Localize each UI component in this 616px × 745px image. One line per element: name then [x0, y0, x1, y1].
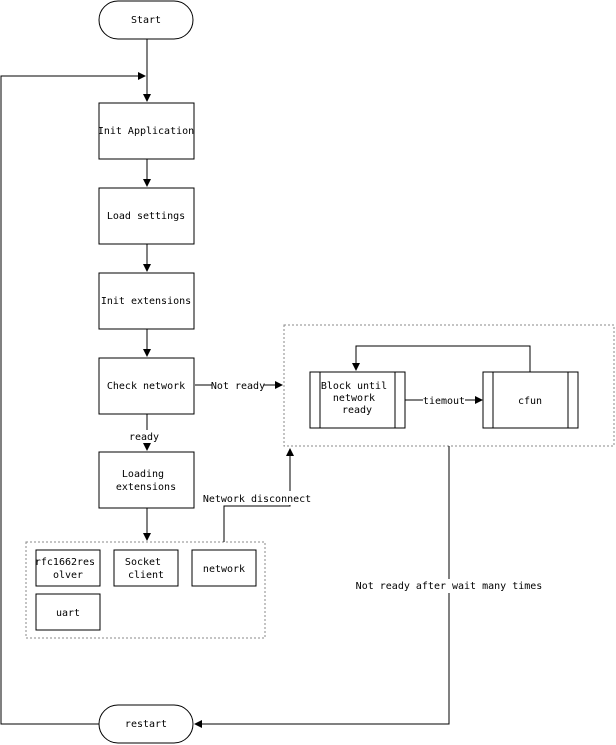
start-node [98, 0, 194, 40]
socket-client-label: Socket client [125, 557, 167, 581]
uart-label: uart [56, 608, 80, 619]
cfun-node [482, 371, 579, 429]
rfc1662resolver-label: rfc1662res olver [35, 557, 101, 581]
load-settings-label: Load settings [107, 211, 185, 222]
network-node [191, 549, 257, 587]
not-ready-label: Not ready [211, 381, 265, 392]
network-disconnect-label-bg [207, 491, 307, 505]
network-label: network [203, 564, 245, 575]
tiemout-label-bg [423, 393, 465, 407]
cfun-label: cfun [518, 396, 542, 407]
edge-cfun-loop-back [352, 345, 531, 372]
socket-client-node [113, 549, 179, 587]
check-network-label: Check network [107, 381, 185, 392]
load-settings-node [98, 187, 195, 245]
edge-network-disconnect [223, 448, 294, 542]
tiemout-label: tiemout [423, 396, 465, 407]
block-until-ready-label: Block until network ready [321, 381, 393, 416]
init-extensions-label: Init extensions [101, 296, 191, 307]
network-disconnect-label: Network disconnect [203, 494, 311, 505]
loading-extensions-node [98, 451, 195, 509]
uart-node [35, 593, 101, 631]
loading-extensions-label: Loading extensions [116, 469, 176, 493]
restart-label: restart [125, 719, 167, 730]
restart-node [98, 704, 194, 744]
not-ready-after-wait-label-bg [366, 579, 532, 593]
not-ready-label-bg [212, 378, 264, 392]
extensions-group [25, 541, 266, 639]
check-network-node [98, 357, 195, 415]
block-until-ready-node [309, 371, 406, 429]
rfc1662resolver-node [35, 549, 101, 587]
edge-restart-loop [0, 72, 146, 725]
init-application-node [98, 102, 195, 160]
ready-label-bg [128, 430, 160, 443]
edge-group-to-restart [194, 446, 450, 728]
ready-label: ready [129, 432, 159, 443]
start-label: Start [131, 15, 161, 26]
not-ready-after-wait-label: Not ready after wait many times [356, 581, 543, 592]
init-extensions-node [98, 272, 195, 330]
init-application-label: Init Application [98, 126, 194, 137]
